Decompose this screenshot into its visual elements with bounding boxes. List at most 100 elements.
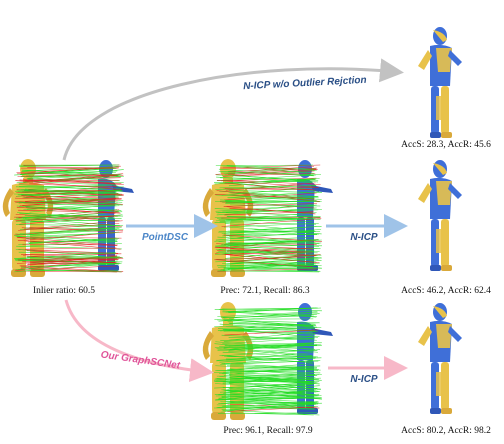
correspondence-line: [229, 192, 320, 202]
correspondence-line: [16, 192, 124, 195]
correspondence-line: [214, 259, 313, 268]
correspondence-line: [217, 204, 314, 214]
correspondence-line: [14, 265, 117, 271]
correspondence-line: [229, 368, 317, 377]
correspondence-line: [228, 190, 322, 193]
correspondence-line: [226, 165, 315, 170]
correspondence-line: [221, 244, 315, 252]
correspondence-line: [14, 201, 116, 206]
correspondence-line: [224, 249, 315, 259]
correspondence-line: [214, 246, 313, 254]
correspondence-line: [20, 167, 115, 175]
correspondence-line: [23, 220, 123, 230]
correspondence-line: [226, 259, 319, 265]
correspondence-line: [214, 307, 318, 310]
correspondence-line: [227, 389, 317, 393]
correspondence-line: [24, 201, 116, 204]
correspondence-line: [225, 212, 317, 221]
pointdsc-correspondences: [202, 159, 333, 277]
correspondence-line: [224, 390, 322, 400]
correspondence-line: [214, 383, 315, 389]
correspondence-line: [223, 381, 317, 383]
correspondence-line: [15, 257, 123, 260]
correspondence-line: [215, 185, 317, 190]
correspondence-line: [16, 218, 115, 222]
correspondence-line: [27, 256, 115, 265]
correspondence-line: [25, 181, 118, 186]
correspondence-line: [214, 180, 313, 183]
correspondence-line: [223, 335, 320, 342]
correspondence-line: [18, 189, 115, 195]
correspondence-line: [226, 410, 320, 416]
correspondence-line: [20, 258, 117, 265]
correspondence-line: [220, 313, 320, 319]
result-bottom-metrics: AccS: 80.2, AccR: 98.2: [401, 426, 491, 436]
correspondence-line: [21, 253, 122, 255]
correspondence-line: [220, 265, 318, 267]
correspondence-line: [215, 194, 322, 200]
correspondence-line: [18, 184, 117, 191]
correspondence-line: [216, 352, 313, 361]
correspondence-line: [224, 240, 316, 246]
correspondence-line: [229, 173, 316, 177]
correspondence-line: [20, 265, 124, 272]
correspondence-line: [229, 311, 318, 319]
correspondence-line: [217, 180, 319, 188]
correspondence-line: [217, 311, 318, 317]
correspondence-line: [29, 227, 116, 233]
correspondence-line: [216, 252, 313, 261]
correspondence-line: [29, 227, 122, 234]
correspondence-line: [225, 407, 316, 410]
result-top-metrics: AccS: 28.3, AccR: 45.6: [401, 140, 491, 150]
correspondence-line: [218, 391, 319, 396]
correspondence-line: [220, 360, 321, 365]
correspondence-line: [228, 239, 319, 242]
correspondence-line: [19, 196, 119, 203]
correspondence-line: [221, 363, 314, 369]
correspondence-line: [21, 193, 123, 203]
correspondence-line: [17, 231, 123, 241]
correspondence-line: [228, 165, 314, 174]
correspondence-line: [19, 179, 124, 185]
correspondence-line: [15, 215, 116, 222]
pointdsc-metrics: Prec: 72.1, Recall: 86.3: [220, 286, 309, 296]
correspondence-line: [228, 327, 314, 331]
input-inlier-ratio: Inlier ratio: 60.5: [33, 286, 95, 296]
correspondence-line: [215, 164, 313, 167]
arrow-nicp-direct: [62, 58, 404, 161]
correspondence-line: [20, 259, 119, 269]
correspondence-line: [16, 205, 117, 212]
correspondence-line: [214, 319, 317, 326]
correspondence-line: [216, 262, 315, 267]
correspondence-line: [25, 240, 118, 246]
result-shape-mid: [418, 160, 462, 271]
correspondence-line: [222, 322, 319, 331]
correspondence-line: [22, 209, 117, 219]
correspondence-line: [26, 255, 117, 264]
correspondence-line: [16, 167, 119, 173]
correspondence-line: [26, 195, 124, 205]
correspondence-line: [25, 231, 120, 240]
correspondence-line: [16, 237, 117, 246]
correspondence-line: [18, 209, 120, 213]
correspondence-line: [216, 378, 320, 385]
correspondence-line: [215, 397, 314, 400]
correspondence-line: [222, 393, 320, 398]
correspondence-line: [227, 191, 320, 199]
correspondence-line: [227, 254, 321, 263]
correspondence-line: [216, 370, 321, 374]
correspondence-line: [222, 263, 316, 271]
correspondence-line: [223, 222, 319, 228]
correspondence-line: [227, 406, 317, 412]
correspondence-line: [229, 226, 322, 235]
correspondence-line: [21, 215, 115, 218]
correspondence-line: [18, 183, 117, 188]
correspondence-line: [18, 249, 119, 254]
correspondence-line: [225, 357, 316, 361]
graphscnet-correspondences: [202, 302, 333, 420]
correspondence-line: [26, 169, 124, 179]
correspondence-line: [219, 354, 313, 364]
correspondence-line: [228, 179, 316, 187]
correspondence-line: [222, 164, 321, 169]
